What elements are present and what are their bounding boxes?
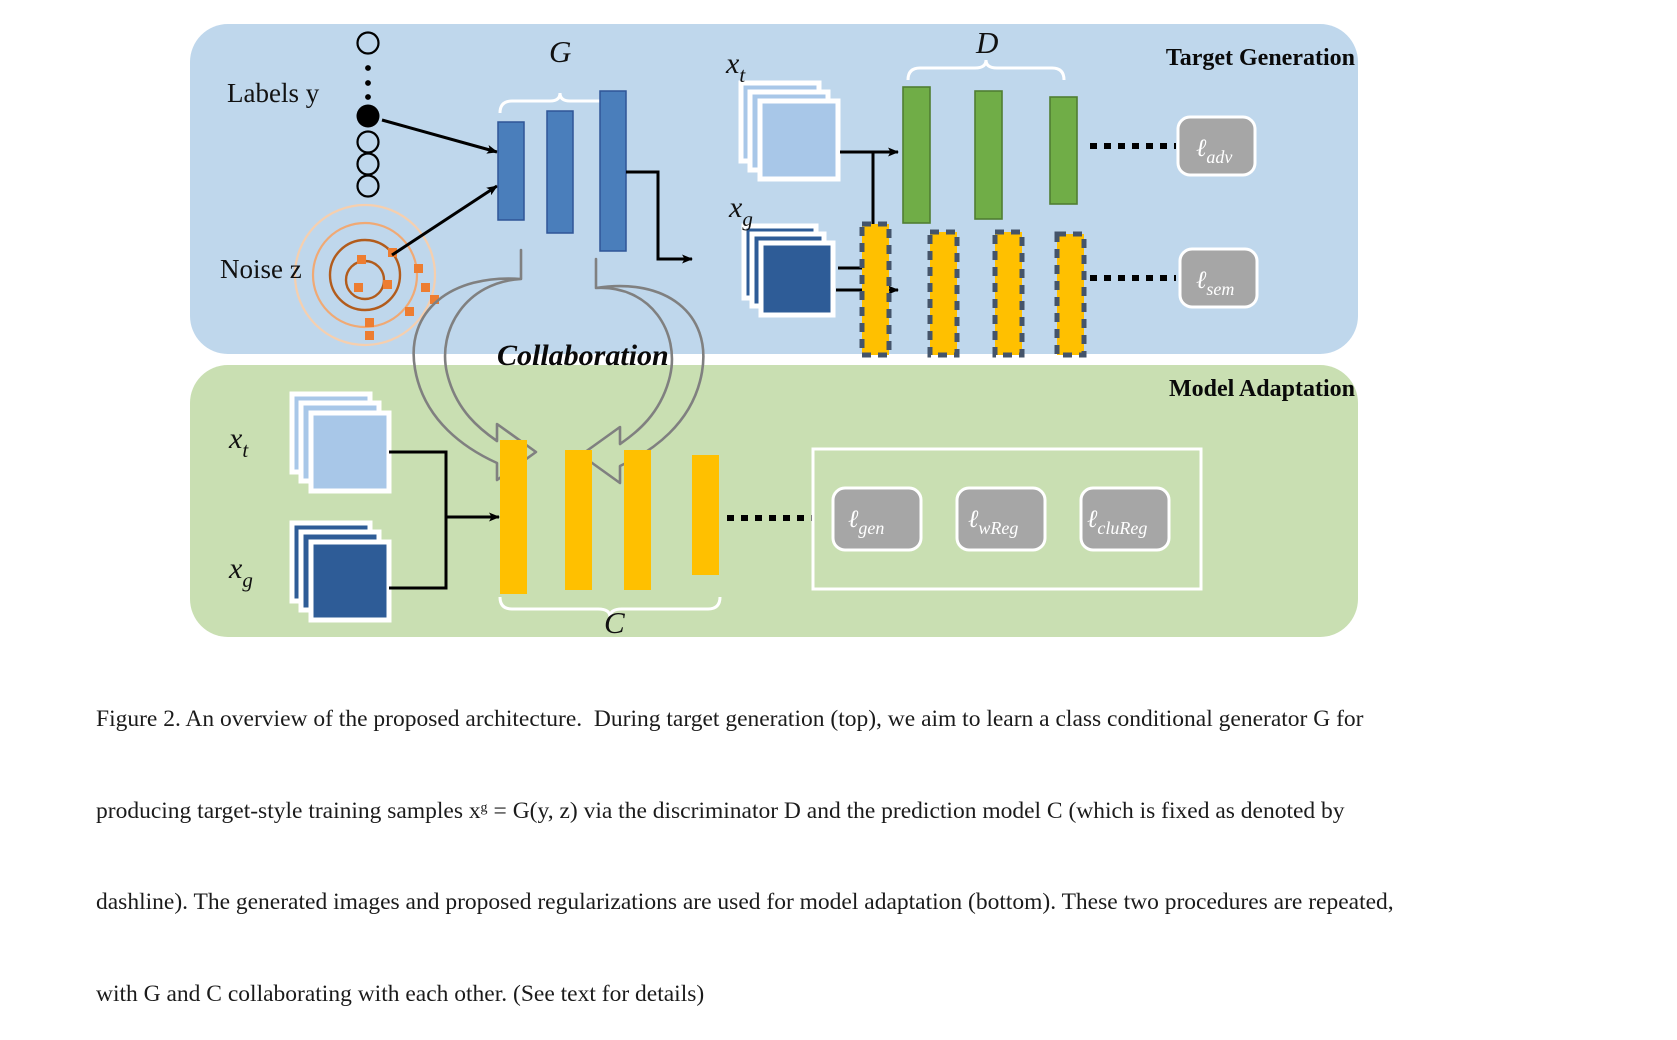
- noise-z-cluster: [293, 203, 439, 347]
- generator-bar-1: [497, 121, 525, 221]
- arrow-labels-to-generator: [381, 118, 498, 154]
- labels-y-text: Labels y: [227, 78, 320, 108]
- brace-discriminator: [906, 59, 1066, 81]
- arrow-xt-to-classifier-bottom: [389, 450, 500, 522]
- noise-square-3: [421, 283, 430, 292]
- loss-box-gen: [831, 486, 923, 552]
- noise-square-4: [430, 295, 439, 304]
- figure-caption: Figure 2. An overview of the proposed ar…: [96, 643, 1586, 1040]
- classifier-top-bar-3: [992, 229, 1025, 358]
- label-circle-open-1: [356, 31, 380, 55]
- loss-label-adv: ℓadv: [1196, 135, 1232, 167]
- xt-top-sheet-1: [757, 98, 841, 182]
- image-stack-xg-top: [741, 223, 836, 318]
- loss-label-gen: ℓgen: [848, 506, 884, 538]
- classifier-bottom-bar-3: [624, 450, 651, 590]
- generator-label: G: [549, 34, 571, 69]
- discriminator-bar-2: [974, 90, 1003, 220]
- caption-line-3: dashline). The generated images and prop…: [96, 889, 1394, 915]
- loss-box-sem: [1178, 247, 1259, 309]
- noise-square-2: [414, 264, 423, 273]
- generator-bar-3: [599, 90, 627, 252]
- discriminator-bar-3: [1049, 96, 1078, 205]
- label-dot-2: [365, 80, 371, 86]
- label-dot-1: [365, 65, 371, 71]
- image-stack-xt-bottom: [289, 391, 392, 494]
- xt-bottom-sheet-1: [308, 410, 392, 494]
- classifier-bottom-bar-4: [692, 455, 719, 575]
- classifier-label: C: [604, 605, 625, 640]
- xt-bottom-label: xt: [228, 422, 249, 462]
- caption-line-1: Figure 2. An overview of the proposed ar…: [96, 706, 1364, 732]
- xg-top-sheet-1: [758, 240, 836, 318]
- classifier-top-bar-2: [927, 229, 960, 358]
- loss-label-clureg: ℓcluReg: [1087, 506, 1147, 538]
- image-stack-xg-bottom: [289, 520, 392, 623]
- image-stack-xt-top: [738, 80, 841, 182]
- label-dot-3: [365, 94, 371, 100]
- classifier-top-bar-4: [1054, 231, 1087, 358]
- connector-xg-to-classifier-bottom: [389, 517, 448, 590]
- noise-square-9: [357, 255, 366, 264]
- loss-label-wreg: ℓwReg: [968, 506, 1018, 538]
- brace-classifier: [498, 596, 722, 618]
- panel-bottom-background: [190, 365, 1358, 637]
- xt-top-label: xt: [725, 47, 746, 87]
- discriminator-bar-1: [902, 86, 931, 224]
- panel-top-title: Target Generation: [1166, 45, 1355, 71]
- xg-bottom-label: xg: [228, 552, 253, 592]
- noise-square-1: [388, 248, 397, 257]
- discriminator-label: D: [975, 25, 998, 60]
- collaboration-label: Collaboration: [497, 339, 669, 372]
- classifier-bottom-bar-2: [565, 450, 592, 590]
- noise-square-6: [365, 331, 374, 340]
- noise-square-7: [365, 318, 374, 327]
- xg-bottom-sheet-1: [308, 539, 392, 623]
- classifier-top-bar-1: [859, 221, 892, 358]
- label-circle-open-4: [356, 174, 380, 198]
- noise-z-text: Noise z: [220, 254, 302, 284]
- loss-box-clureg: [1079, 486, 1171, 552]
- noise-square-5: [405, 307, 414, 316]
- loss-box-wreg: [955, 486, 1047, 552]
- caption-line-4: with G and C collaborating with each oth…: [96, 980, 705, 1007]
- noise-ring-2: [328, 238, 402, 312]
- collaboration-arrow-cycle: [412, 248, 705, 485]
- panel-bottom-title: Model Adaptation: [1169, 376, 1355, 402]
- loss-box-adv: [1176, 115, 1257, 177]
- arrow-generator-to-xg: [626, 170, 693, 264]
- caption-line-2: producing target-style training samples …: [96, 797, 1345, 824]
- regularizers-container: [811, 447, 1203, 591]
- noise-square-8: [354, 283, 363, 292]
- arrow-noise-to-generator: [391, 184, 498, 257]
- noise-square-center: [383, 280, 392, 289]
- figure-2-architecture-overview: Labels y Noise z G D C xt xg xt xg Colla…: [96, 24, 1394, 1007]
- generator-bar-2: [546, 110, 574, 234]
- diagram-canvas: Labels y Noise z G D C xt xg xt xg Colla…: [190, 24, 1358, 640]
- labels-y-group: [356, 31, 380, 198]
- xg-top-label: xg: [728, 191, 753, 231]
- noise-ring-4: [293, 203, 437, 347]
- loss-label-sem: ℓsem: [1196, 267, 1234, 299]
- label-circle-filled: [356, 104, 380, 128]
- classifier-bottom-bar-1: [500, 440, 527, 594]
